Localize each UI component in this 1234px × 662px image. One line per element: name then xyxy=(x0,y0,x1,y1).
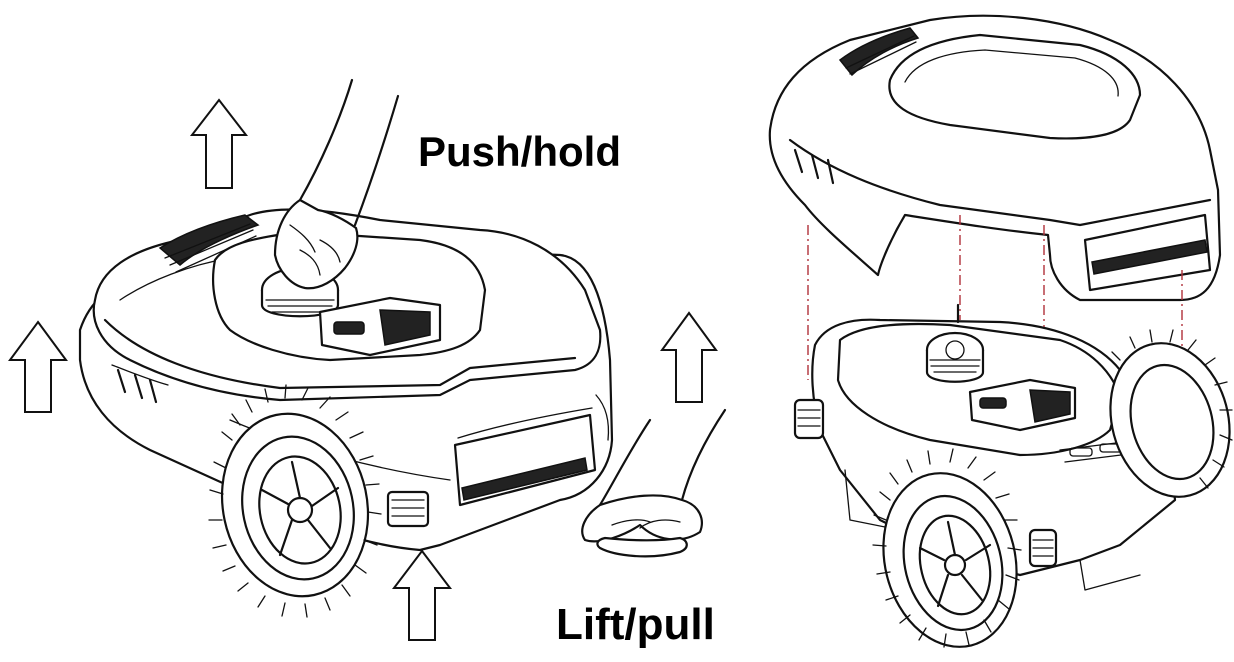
exploded-mower xyxy=(768,14,1233,648)
hand-icon xyxy=(273,78,400,290)
wheel xyxy=(1109,329,1233,498)
spring-post xyxy=(1028,528,1058,568)
up-arrow-icon xyxy=(391,549,453,641)
wheel xyxy=(208,384,382,618)
up-arrow-icon xyxy=(8,320,68,413)
push-hold-label: Push/hold xyxy=(418,128,621,175)
up-arrow-icon xyxy=(189,98,249,189)
lift-pull-label: Lift/pull xyxy=(556,600,715,649)
cover-shell xyxy=(768,14,1222,302)
hand-icon xyxy=(581,408,727,558)
up-arrow-icon xyxy=(660,311,718,403)
spring-post xyxy=(793,398,825,440)
wheel xyxy=(872,448,1022,648)
assembled-mower xyxy=(8,78,727,641)
